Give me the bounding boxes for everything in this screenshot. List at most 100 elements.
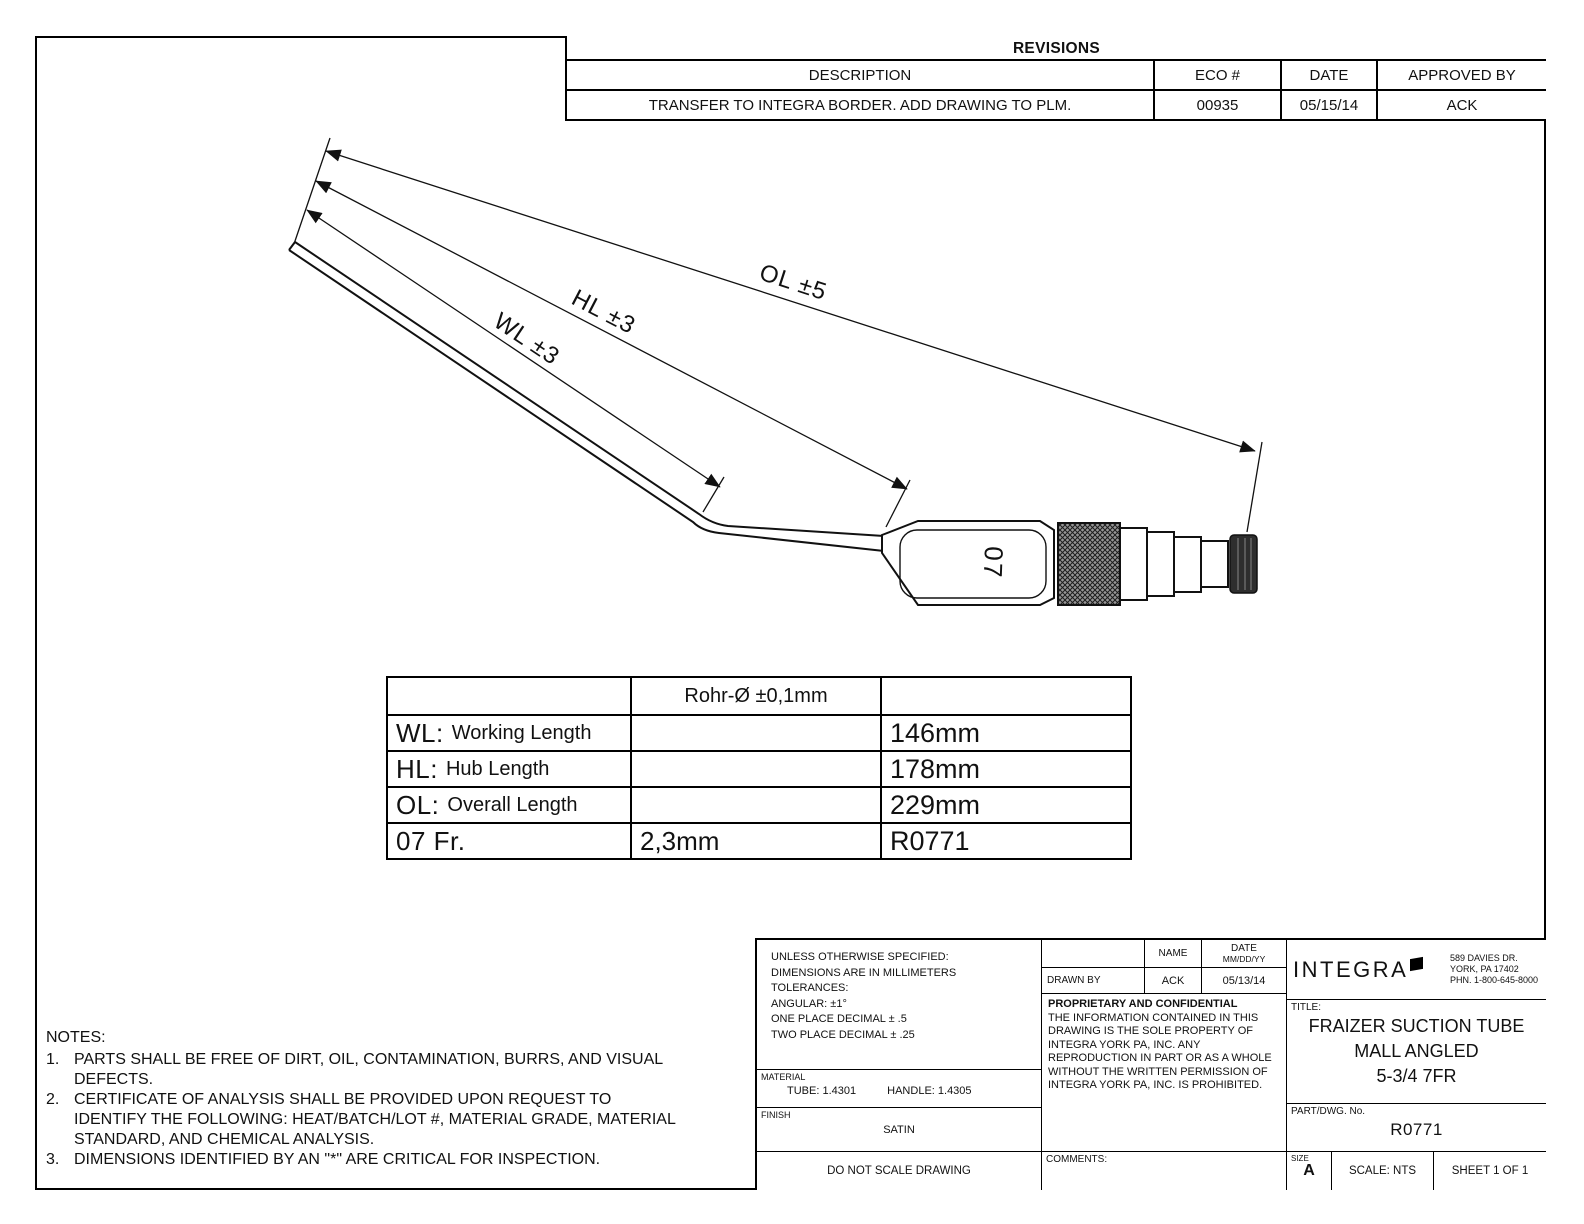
tolerance-line-4: ANGULAR: ±1° bbox=[771, 997, 847, 1010]
extension-lines bbox=[293, 137, 1263, 533]
note-item-1: 1. PARTS SHALL BE FREE OF DIRT, OIL, CON… bbox=[46, 1050, 686, 1090]
company-address: 589 DAVIES DR. YORK, PA 17402 PHN. 1-800… bbox=[1450, 953, 1538, 986]
tolerances-cell: UNLESS OTHERWISE SPECIFIED: DIMENSIONS A… bbox=[757, 940, 1042, 1070]
dimension-line-wl bbox=[306, 209, 721, 488]
part-number-value: R0771 bbox=[1390, 1120, 1443, 1139]
tolerance-line-5: ONE PLACE DECIMAL ± .5 bbox=[771, 1013, 907, 1025]
knurled-grip bbox=[1057, 522, 1121, 606]
hl-prefix: HL: bbox=[396, 753, 438, 784]
scale-value: SCALE: NTS bbox=[1348, 1165, 1417, 1177]
sheet-cell: SHEET 1 OF 1 bbox=[1434, 1152, 1546, 1190]
note-number-1: 1. bbox=[46, 1051, 60, 1068]
revision-eco-number: 00935 bbox=[1155, 91, 1282, 121]
dimension-row-07fr: 07 Fr. 2,3mm R0771 bbox=[388, 822, 1130, 858]
dim-header-rohr-diameter: Rohr-Ø ±0,1mm bbox=[632, 678, 882, 714]
note-item-2: 2. CERTIFICATE OF ANALYSIS SHALL BE PROV… bbox=[46, 1090, 686, 1150]
tolerance-line-1: UNLESS OTHERWISE SPECIFIED: bbox=[771, 951, 949, 963]
size-cell: SIZE A bbox=[1287, 1152, 1332, 1190]
dimension-line-hl bbox=[315, 180, 908, 490]
note-item-3: 3. DIMENSIONS IDENTIFIED BY AN "*" ARE C… bbox=[46, 1150, 686, 1170]
scale-cell: SCALE: NTS bbox=[1332, 1152, 1434, 1190]
finish-cell: FINISH SATIN bbox=[757, 1108, 1042, 1152]
title-block: UNLESS OTHERWISE SPECIFIED: DIMENSIONS A… bbox=[755, 938, 1546, 1190]
note-text-1: PARTS SHALL BE FREE OF DIRT, OIL, CONTAM… bbox=[74, 1051, 663, 1088]
part-number-label: PART/DWG. No. bbox=[1291, 1106, 1366, 1117]
title-cell: TITLE: FRAIZER SUCTION TUBE MALL ANGLED … bbox=[1287, 1000, 1546, 1104]
tube-tip bbox=[288, 241, 296, 251]
material-handle: HANDLE: 1.4305 bbox=[887, 1085, 972, 1097]
do-not-scale-cell: DO NOT SCALE DRAWING bbox=[757, 1152, 1042, 1190]
dimension-lines bbox=[306, 149, 1256, 490]
fr-prefix: 07 Fr. bbox=[396, 825, 466, 856]
signoff-blank-header bbox=[1042, 940, 1145, 968]
name-header: NAME bbox=[1145, 940, 1202, 968]
fr-part-number: R0771 bbox=[890, 825, 970, 856]
company-logo-cell: INTEGRA 589 DAVIES DR. YORK, PA 17402 PH… bbox=[1287, 940, 1546, 1000]
handle-size-marking: 07 bbox=[978, 546, 1009, 580]
dim-header-blank-left bbox=[388, 678, 632, 714]
dimension-line-ol bbox=[325, 149, 1256, 453]
revision-description: TRANSFER TO INTEGRA BORDER. ADD DRAWING … bbox=[567, 91, 1155, 121]
revisions-header-row: DESCRIPTION ECO # DATE APPROVED BY bbox=[567, 61, 1546, 91]
comments-label: COMMENTS: bbox=[1046, 1154, 1108, 1165]
note-text-3: DIMENSIONS IDENTIFIED BY AN "*" ARE CRIT… bbox=[74, 1151, 601, 1168]
wl-value: 146mm bbox=[890, 717, 981, 748]
hl-mid bbox=[632, 752, 882, 786]
address-line-2: YORK, PA 17402 bbox=[1449, 964, 1519, 974]
suction-tube bbox=[288, 241, 885, 552]
material-label: MATERIAL bbox=[761, 1072, 806, 1082]
notes-section: NOTES: 1. PARTS SHALL BE FREE OF DIRT, O… bbox=[46, 1028, 686, 1170]
finish-value: SATIN bbox=[883, 1124, 915, 1136]
finish-label: FINISH bbox=[761, 1110, 791, 1120]
title-line-3: 5-3/4 7FR bbox=[1376, 1066, 1457, 1086]
ol-label: Overall Length bbox=[447, 793, 578, 816]
revisions-table: REVISIONS DESCRIPTION ECO # DATE APPROVE… bbox=[565, 36, 1546, 121]
ol-prefix: OL: bbox=[396, 789, 440, 820]
drawn-by-label: DRAWN BY bbox=[1042, 968, 1145, 994]
dimension-row-ol: OL: Overall Length 229mm bbox=[388, 786, 1130, 822]
part-number-cell: PART/DWG. No. R0771 bbox=[1287, 1104, 1546, 1152]
revisions-col-date: DATE bbox=[1282, 61, 1378, 91]
hl-label: Hub Length bbox=[445, 757, 550, 780]
wl-label: Working Length bbox=[451, 721, 592, 744]
address-line-3: PHN. 1-800-645-8000 bbox=[1449, 975, 1538, 985]
dimension-row-wl: WL: Working Length 146mm bbox=[388, 714, 1130, 750]
company-logo-text: INTEGRA bbox=[1293, 956, 1409, 982]
dimension-table: Rohr-Ø ±0,1mm WL: Working Length 146mm HL… bbox=[386, 676, 1132, 860]
tolerance-line-6: TWO PLACE DECIMAL ± .25 bbox=[771, 1028, 915, 1041]
wl-mid bbox=[632, 716, 882, 750]
size-value: A bbox=[1303, 1162, 1315, 1179]
revisions-col-eco: ECO # bbox=[1155, 61, 1282, 91]
address-line-1: 589 DAVIES DR. bbox=[1449, 953, 1518, 963]
note-number-2: 2. bbox=[46, 1091, 60, 1108]
integra-flag-icon bbox=[1410, 956, 1424, 971]
wl-prefix: WL: bbox=[396, 717, 444, 748]
revisions-data-row: TRANSFER TO INTEGRA BORDER. ADD DRAWING … bbox=[567, 91, 1546, 121]
drawing-title: FRAIZER SUCTION TUBE MALL ANGLED 5-3/4 7… bbox=[1287, 1014, 1546, 1089]
ol-value: 229mm bbox=[890, 789, 981, 820]
revision-approved-by: ACK bbox=[1378, 91, 1546, 121]
title-line-1: FRAIZER SUCTION TUBE bbox=[1308, 1016, 1525, 1036]
drawn-by-name: ACK bbox=[1145, 968, 1202, 994]
note-text-2: CERTIFICATE OF ANALYSIS SHALL BE PROVIDE… bbox=[74, 1091, 676, 1148]
proprietary-body: THE INFORMATION CONTAINED IN THIS DRAWIN… bbox=[1048, 1011, 1272, 1092]
revisions-title: REVISIONS bbox=[567, 36, 1546, 61]
title-label: TITLE: bbox=[1291, 1002, 1322, 1013]
proprietary-cell: PROPRIETARY AND CONFIDENTIAL THE INFORMA… bbox=[1042, 994, 1287, 1152]
dim-header-blank-right bbox=[882, 678, 1130, 714]
tube-top-edge bbox=[294, 241, 885, 537]
fr-diameter: 2,3mm bbox=[632, 824, 882, 858]
hl-value: 178mm bbox=[890, 753, 981, 784]
proprietary-heading: PROPRIETARY AND CONFIDENTIAL bbox=[1048, 998, 1238, 1010]
notes-heading: NOTES: bbox=[46, 1029, 106, 1046]
date-header: DATE MM/DD/YY bbox=[1202, 940, 1287, 968]
dimension-table-header: Rohr-Ø ±0,1mm bbox=[388, 678, 1130, 714]
do-not-scale-text: DO NOT SCALE DRAWING bbox=[827, 1165, 971, 1177]
tolerance-line-2: DIMENSIONS ARE IN MILLIMETERS bbox=[771, 966, 957, 979]
dim-label-ol: OL ±5 bbox=[756, 259, 830, 306]
material-tube: TUBE: 1.4301 bbox=[787, 1085, 857, 1097]
drawn-by-date: 05/13/14 bbox=[1202, 968, 1287, 994]
tube-bottom-edge bbox=[288, 249, 885, 552]
